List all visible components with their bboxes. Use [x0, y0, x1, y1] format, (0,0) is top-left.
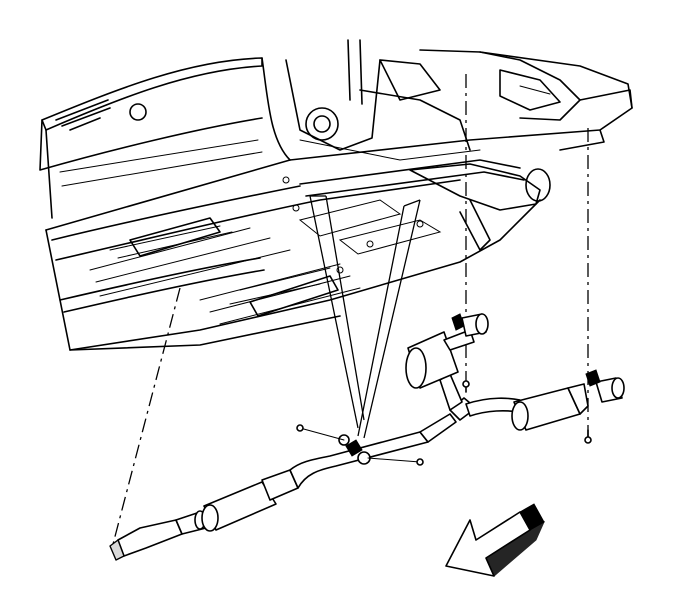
exhaust-hanger-insulators	[338, 434, 371, 465]
front-muffler	[201, 469, 299, 532]
hanger-bolts	[296, 380, 592, 466]
exhaust-system	[109, 313, 625, 561]
y-pipe	[439, 373, 521, 421]
catalytic-converter	[109, 510, 207, 561]
rear-muffler-left	[405, 329, 475, 389]
vehicle-underbody	[39, 39, 633, 351]
leader-lines	[309, 195, 421, 439]
rear-muffler-right	[511, 383, 589, 431]
direction-arrow	[445, 503, 546, 577]
tailpipe-tips	[461, 313, 625, 403]
intermediate-pipe	[289, 413, 457, 489]
tip-insulators	[451, 313, 601, 387]
alignment-lines	[111, 74, 589, 549]
